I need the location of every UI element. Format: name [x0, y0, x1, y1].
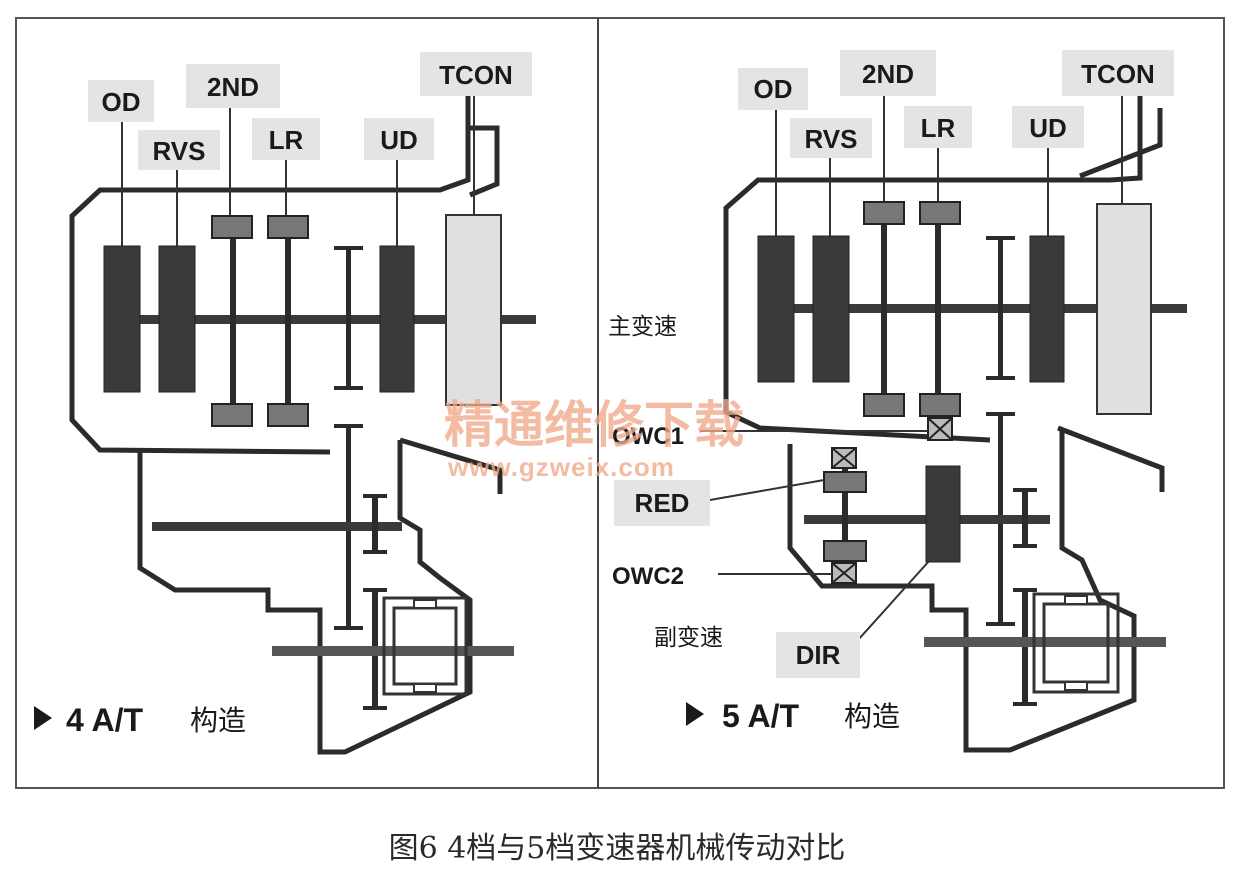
clutch-od [757, 235, 795, 383]
figure-caption: 图6 4档与5档变速器机械传动对比 [389, 831, 846, 866]
differential [1032, 592, 1120, 694]
label-owc2: OWC2 [612, 563, 684, 590]
housing-outline-mid-right [399, 437, 503, 494]
triangle-marker-icon [34, 706, 52, 730]
label-lr: LR [921, 113, 956, 143]
label-owc1: OWC1 [612, 423, 684, 450]
housing-outline-top-right [468, 125, 500, 198]
housing-outline-mid-right [1057, 425, 1165, 492]
label-lr: LR [269, 125, 304, 155]
label-red: RED [635, 488, 690, 518]
label-tcon: TCON [1081, 59, 1155, 89]
label-od: OD [754, 74, 793, 104]
differential [382, 596, 468, 696]
brake-lr-top [919, 201, 961, 225]
main-shaft [775, 304, 1187, 313]
label-2nd: 2ND [207, 72, 259, 102]
brake-2nd-top [863, 201, 905, 225]
clutch-ud [1029, 235, 1065, 383]
torque-converter [445, 214, 502, 406]
label-2nd: 2ND [862, 59, 914, 89]
panel-4at: OD RVS 2ND LR UD TCON 4 A/T 构造 [34, 52, 536, 755]
panel-title-5at-cn: 构造 [844, 700, 900, 733]
clutch-od [103, 245, 141, 393]
label-rvs: RVS [153, 136, 206, 166]
torque-converter [1096, 203, 1152, 415]
label-rvs: RVS [805, 124, 858, 154]
brake-lr-top [267, 215, 309, 239]
clutch-ud [379, 245, 415, 393]
clutch-dir [925, 465, 961, 563]
label-tcon: TCON [439, 60, 513, 90]
red-brake-bottom [823, 540, 867, 562]
clutch-rvs [158, 245, 196, 393]
housing-outline-lower [137, 440, 473, 755]
label-dir: DIR [796, 640, 841, 670]
clutch-rvs [812, 235, 850, 383]
triangle-marker-icon [686, 702, 704, 726]
label-ud: UD [1029, 113, 1067, 143]
panel-title-4at: 4 A/T [66, 702, 144, 738]
housing-outline-upper [69, 92, 471, 455]
panel-5at: OD RVS 2ND LR UD TCON 主变速 OWC1 RED OWC2 … [608, 50, 1187, 753]
brake-2nd-bottom [863, 393, 905, 417]
watermark-url: www.gzweix.com [447, 452, 675, 482]
label-od: OD [102, 87, 141, 117]
red-brake-top [823, 471, 867, 493]
housing-outline-upper [723, 92, 1143, 443]
brake-lr-bottom [267, 403, 309, 427]
watermark: 精通维修下载 www.gzweix.com [444, 396, 744, 482]
main-shaft [120, 315, 536, 324]
brake-lr-bottom [919, 393, 961, 417]
label-sub-shift: 副变速 [654, 625, 723, 651]
panel-title-5at: 5 A/T [722, 698, 800, 734]
output-gear [998, 236, 1003, 380]
housing-outline-top-right [1079, 108, 1163, 179]
label-ud: UD [380, 125, 418, 155]
housing-outline-lower [787, 428, 1137, 753]
label-main-shift: 主变速 [608, 314, 677, 340]
output-gear [346, 246, 351, 390]
brake-2nd-bottom [211, 403, 253, 427]
brake-2nd-top [211, 215, 253, 239]
panel-title-4at-cn: 构造 [190, 704, 246, 737]
idler-shaft [152, 522, 402, 531]
watermark-text: 精通维修下载 [444, 396, 744, 454]
